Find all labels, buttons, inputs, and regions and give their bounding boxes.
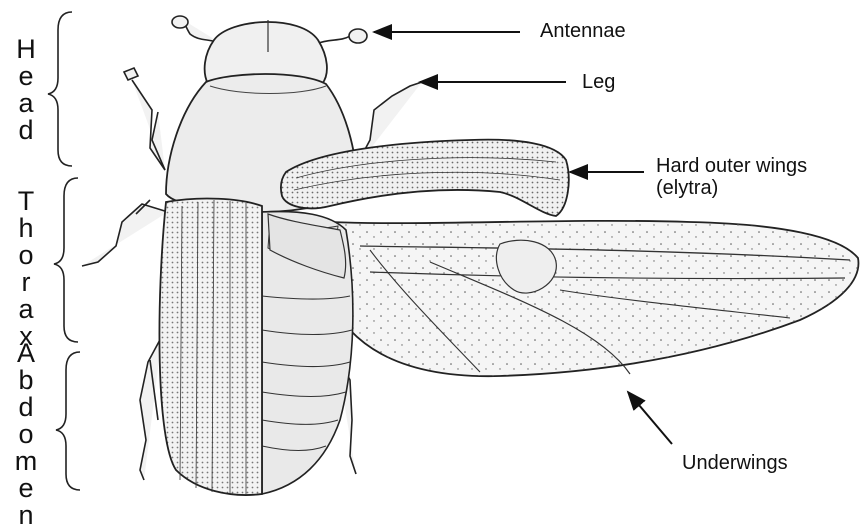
- left-elytron: [159, 199, 262, 495]
- callout-underwings: Underwings: [682, 452, 788, 474]
- brace-abdomen: [56, 352, 80, 490]
- arrow-underwings: [628, 392, 672, 444]
- callout-elytra-line1: Hard outer wings: [656, 155, 807, 177]
- callout-elytra-line2: (elytra): [656, 177, 718, 199]
- brace-head: [48, 12, 72, 166]
- beetle-illustration: [0, 0, 862, 508]
- callout-antennae: Antennae: [540, 20, 626, 42]
- brace-thorax: [54, 178, 78, 342]
- underwing: [327, 221, 859, 376]
- callout-leg: Leg: [582, 71, 615, 93]
